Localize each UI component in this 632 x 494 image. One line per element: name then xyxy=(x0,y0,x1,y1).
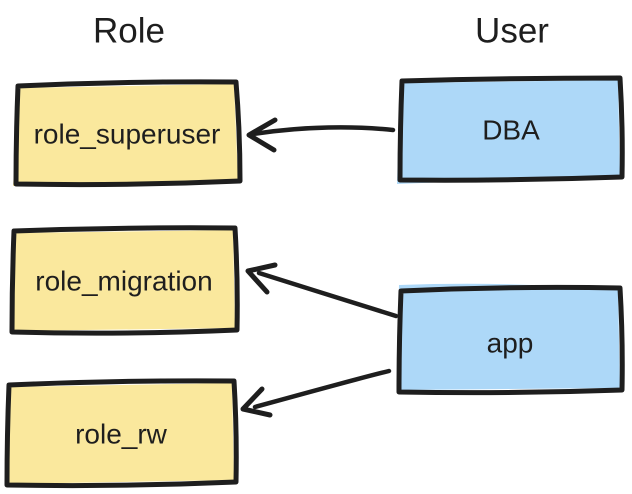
node-fill xyxy=(11,230,235,331)
arrowhead-left-icon xyxy=(245,262,278,295)
node-role-superuser: role_superuser xyxy=(13,79,243,188)
node-border xyxy=(397,75,625,183)
node-label-role-migration: role_migration xyxy=(35,266,212,297)
node-app: app xyxy=(396,283,625,396)
node-fill xyxy=(397,80,620,184)
edge-line xyxy=(256,270,399,319)
node-label-dba: DBA xyxy=(482,115,540,146)
node-dba: DBA xyxy=(397,75,625,184)
node-role-migration: role_migration xyxy=(9,225,240,336)
node-role-rw: role_rw xyxy=(4,378,239,489)
node-border xyxy=(13,79,243,188)
edge-line xyxy=(250,125,396,137)
node-label-role-superuser: role_superuser xyxy=(34,119,221,150)
arrowhead-left-icon xyxy=(240,386,273,418)
edge-line xyxy=(252,368,392,410)
edge-app-to-role-rw xyxy=(240,368,392,418)
node-label-role-rw: role_rw xyxy=(75,419,168,450)
node-fill xyxy=(13,84,238,186)
arrowhead-left-icon xyxy=(246,117,278,153)
role-column-heading: Role xyxy=(93,12,165,51)
user-column-heading: User xyxy=(475,12,549,51)
edge-app-to-role-migration xyxy=(245,262,399,319)
node-border xyxy=(4,378,239,489)
node-fill xyxy=(6,383,234,484)
node-border xyxy=(396,284,625,396)
node-label-app: app xyxy=(487,328,534,359)
node-fill xyxy=(397,283,620,390)
node-border xyxy=(9,225,240,336)
edge-dba-to-role-superuser xyxy=(246,117,396,153)
